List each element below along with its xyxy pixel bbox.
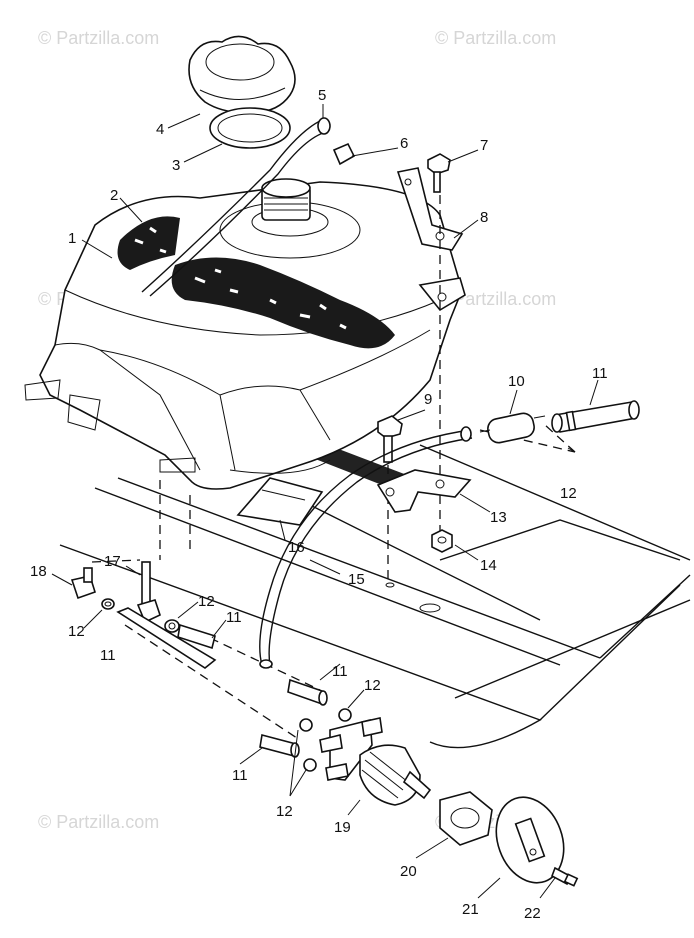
petcock-knob [495,796,565,884]
callout-3: 3 [172,157,180,174]
callout-11-b: 11 [226,609,242,626]
callout-11: 11 [592,365,608,382]
bolt-9 [377,415,403,463]
watermark: © Partzilla.com [435,28,556,48]
tee-fitting-17 [136,561,161,624]
fitting-18 [70,567,96,600]
mounting-bracket [396,167,464,251]
hose-11-left [116,607,217,669]
hose-11-mid [177,623,216,650]
callout-12-b: 12 [68,623,85,640]
bracket-13 [376,469,472,513]
callout-13: 13 [490,509,507,526]
cap-gasket [209,107,291,149]
vent-hose [141,117,331,297]
callout-17: 17 [104,553,121,570]
inline-filter [479,412,546,444]
callout-20: 20 [400,863,417,880]
callout-4: 4 [156,121,164,138]
callout-12-e: 12 [276,803,293,820]
callout-21: 21 [462,901,479,918]
callout-19: 19 [334,819,351,836]
callout-7: 7 [480,137,488,154]
callout-11-d: 11 [332,663,348,680]
hose-11-lower [287,678,328,706]
callout-1: 1 [68,230,76,247]
callout-9: 9 [424,391,432,408]
nut-14 [431,529,453,553]
callout-16: 16 [288,539,305,556]
pad-16 [236,477,324,526]
callout-labels: 1 2 3 4 5 6 7 8 9 10 11 12 13 14 15 16 1… [30,87,608,922]
hose-11-bottom [259,734,300,758]
callout-10: 10 [508,373,525,390]
callout-11-e: 11 [232,767,248,784]
clamp-12-left [101,598,115,610]
mounting-bolt [427,153,451,193]
callout-5: 5 [318,87,326,104]
callout-18: 18 [30,563,47,580]
callout-8: 8 [480,209,488,226]
knob-screw [551,866,579,887]
callout-12-d: 12 [364,677,381,694]
gas-cap [188,35,296,114]
callout-15: 15 [348,571,365,588]
callout-11-c: 11 [100,647,116,664]
watermark: © Partzilla.com [38,812,159,832]
callout-14: 14 [480,557,497,574]
fuel-petcock [299,708,432,806]
clamp-12-mid [164,619,180,633]
callout-12: 12 [560,485,577,502]
fuel-tank [24,178,466,490]
vent-fitting [332,142,356,166]
frame-rails [59,440,691,749]
petcock-nut [439,791,493,846]
callout-2: 2 [110,187,118,204]
callout-6: 6 [400,135,408,152]
watermark: © Partzilla.com [38,28,159,48]
fuel-line-15 [259,426,473,669]
leader-lines [51,104,599,899]
mount-hole [385,582,395,588]
hose-11-top [551,400,640,433]
callout-22: 22 [524,905,541,922]
callout-12-c: 12 [198,593,215,610]
